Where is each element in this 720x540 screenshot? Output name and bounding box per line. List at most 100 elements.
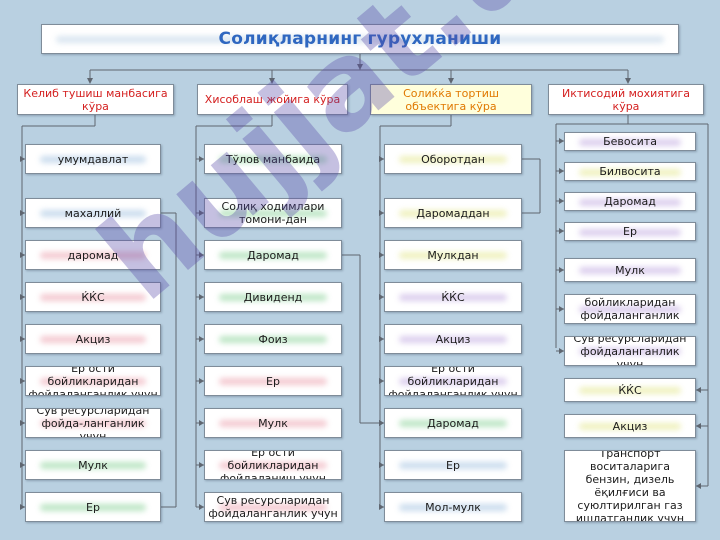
connector-arrow [199, 462, 204, 468]
item-text: Даромад [247, 248, 299, 262]
connector-arrow [199, 378, 204, 384]
item-source-water: Сув ресурсларидан фойда-ланганлик учун [25, 408, 161, 438]
page-title: Солиқларнинг гурухланиши [41, 24, 679, 54]
item-text: Акциз [435, 332, 471, 346]
item-object-land: Ер [384, 450, 522, 480]
item-text: Ер [266, 374, 280, 388]
item-calc-by-officers: Солиқ ходимлари томони-дан [204, 198, 342, 228]
connector-arrow [20, 294, 25, 300]
item-text: Сув ресурсларидан фойда-ланганлик учун [36, 408, 150, 438]
column-header-source: Келиб тушиш манбасига кўра [17, 84, 174, 115]
column-header-object: Солиќќа тортиш объектига кўра [370, 84, 532, 115]
connector-arrow [20, 336, 25, 342]
item-calc-water: Сув ресурсларидан фойдаланганлик учун [204, 492, 342, 522]
connector-arrow [379, 294, 384, 300]
connector-arrow [379, 378, 384, 384]
item-calc-dividend: Дивиденд [204, 282, 342, 312]
connector-arrow [20, 420, 25, 426]
item-text: Мулк [615, 263, 645, 277]
connector-arrow [199, 210, 204, 216]
column-header-economic: Иктисодий мохиятига кўра [548, 84, 704, 115]
connector-arrow [20, 156, 25, 162]
item-text: Ер [446, 458, 460, 472]
item-calc-at-source: Тўлов манбаида [204, 144, 342, 174]
item-econ-indirect: Билвосита [564, 162, 696, 181]
item-econ-fuel: Транспорт воситаларига бензин, дизель ёқ… [564, 450, 696, 522]
connector-arrow [20, 462, 25, 468]
item-text: Транспорт воситаларига бензин, дизель ёқ… [575, 450, 685, 522]
item-econ-water: Сув ресурсларидан фойдаланганлик учун [564, 336, 696, 366]
item-text: Акциз [612, 419, 648, 433]
column-header-calculation-text: Хисоблаш жойига кўра [204, 93, 341, 106]
connector-arrow [379, 252, 384, 258]
item-source-property: Мулк [25, 450, 161, 480]
item-object-vat: ЌЌС [384, 282, 522, 312]
item-econ-property: Мулк [564, 258, 696, 282]
item-text: Солиқ ходимлари томони-дан [221, 200, 325, 226]
connector-arrow [696, 483, 701, 489]
item-source-excise: Акциз [25, 324, 161, 354]
item-source-income: даромад [25, 240, 161, 270]
connector-arrow [559, 198, 564, 204]
item-text: Сув ресурсларидан фойдаланганлик учун [573, 336, 687, 366]
item-text: Ер ости бойликларидан фойдаланганлик учу… [388, 366, 518, 396]
item-text: ЌЌС [441, 290, 465, 304]
connector-arrow [379, 336, 384, 342]
column-header-calculation: Хисоблаш жойига кўра [197, 84, 348, 115]
item-text: умумдавлат [57, 152, 129, 166]
item-text: Мол-мулк [425, 500, 481, 514]
item-text: Дивиденд [243, 290, 303, 304]
item-text: махаллий [64, 206, 122, 220]
item-text: Даромад [427, 416, 479, 430]
item-calc-land: Ер [204, 366, 342, 396]
connector-arrow [20, 210, 25, 216]
item-object-property: Мулкдан [384, 240, 522, 270]
item-text: Мулкдан [427, 248, 479, 262]
connector-arrow [559, 168, 564, 174]
item-calc-income: Даромад [204, 240, 342, 270]
item-text: ЌЌС [81, 290, 105, 304]
item-text: Сув ресурсларидан фойдаланганлик учун [208, 494, 338, 520]
item-text: Мулк [258, 416, 288, 430]
connector-arrow [379, 462, 384, 468]
item-text: Тўлов манбаида [225, 152, 321, 166]
connector-arrow [379, 156, 384, 162]
item-text: Ер ости бойликларидан фойдаланганлик учу… [580, 295, 680, 323]
item-object-excise: Акциз [384, 324, 522, 354]
item-source-state: умумдавлат [25, 144, 161, 174]
connector-arrow [696, 387, 701, 393]
item-text: ЌЌС [618, 383, 642, 397]
item-calc-interest: Фоиз [204, 324, 342, 354]
column-header-source-text: Келиб тушиш манбасига кўра [23, 86, 168, 113]
connector-arrow [199, 294, 204, 300]
item-econ-land: Ер [564, 222, 696, 241]
connector-arrow [20, 252, 25, 258]
item-object-subsoil: Ер ости бойликларидан фойдаланганлик учу… [384, 366, 522, 396]
item-text: Даромад [604, 195, 656, 208]
item-object-turnover: Оборотдан [384, 144, 522, 174]
item-object-income-2: Даромад [384, 408, 522, 438]
item-text: Ер [623, 225, 637, 238]
connector-arrow [379, 210, 384, 216]
connector-arrow [199, 336, 204, 342]
connector-arrow [20, 378, 25, 384]
connector-arrow [559, 228, 564, 234]
item-source-local: махаллий [25, 198, 161, 228]
item-text: Фоиз [258, 332, 288, 346]
item-calc-subsoil: Ер ости бойликларидан фойдаланиш учун [204, 450, 342, 480]
connector-arrow [559, 348, 564, 354]
connector-arrow [20, 504, 25, 510]
item-object-assets: Мол-мулк [384, 492, 522, 522]
item-text: Билвосита [599, 165, 661, 178]
item-calc-property: Мулк [204, 408, 342, 438]
connector-arrow [379, 504, 384, 510]
connector-arrow [559, 267, 564, 273]
item-text: Бевосита [603, 135, 657, 148]
connector-arrow [379, 420, 384, 426]
item-text: Ер ости бойликларидан фойдаланиш учун [219, 450, 326, 480]
item-text: даромад [67, 248, 119, 262]
item-text: Ер [86, 500, 100, 514]
item-source-vat: ЌЌС [25, 282, 161, 312]
item-text: Даромаддан [416, 206, 490, 220]
connector-arrow [199, 504, 204, 510]
